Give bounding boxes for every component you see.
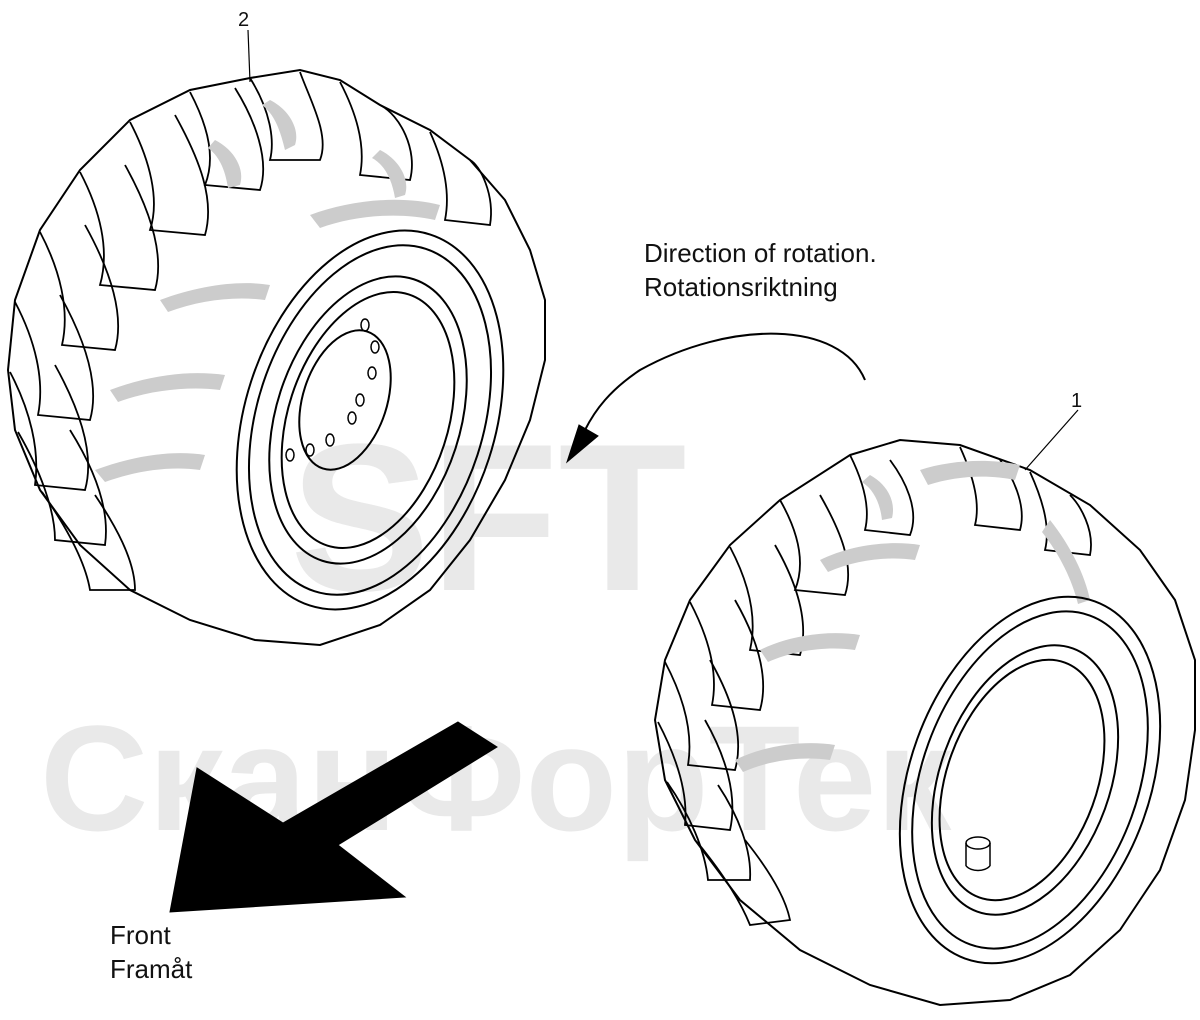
wheel-2-bolt-holes [285,318,380,462]
callout-1: 1 [1024,390,1082,471]
wheel-1-valve [965,836,991,872]
wheel-1-rim-inner [938,658,1106,902]
wheel-2-hub [298,329,392,471]
wheel-1 [653,438,1196,1007]
wheel-1-tread-shading [735,460,1090,772]
wheel-1-tire-outline [653,438,1196,1007]
rotation-arrow-curve [584,332,866,431]
wheel-2-rim [268,275,468,565]
wheel-1-rim [930,644,1120,916]
callout-2-leader [247,29,251,83]
callout-2-number: 2 [238,9,249,31]
rotation-arrow [565,332,866,464]
front-label: Front Framåt [110,920,193,984]
wheel-1-sidewall [898,595,1162,965]
callout-1-leader [1024,409,1079,471]
front-label-en: Front [110,920,171,950]
front-arrow [169,721,498,913]
callout-2: 2 [238,9,251,83]
rotation-label: Direction of rotation. Rotationsriktning [644,238,877,302]
wheel-2-sidewall-inner [247,244,493,596]
watermark-company: СканФорТек [40,694,952,862]
rotation-label-sv: Rotationsriktning [644,272,838,302]
wheel-2 [6,68,546,647]
wheel-2-rim-inner [280,291,456,549]
rotation-arrow-head [565,424,599,464]
wheel-2-sidewall [235,229,505,611]
callout-1-number: 1 [1071,390,1082,412]
wheel-2-tread [9,71,492,591]
wheel-1-sidewall-inner [911,610,1149,950]
wheel-2-tread-shading [95,100,440,482]
watermark: SFT СканФорТек [40,400,952,862]
wheel-2-tire-outline [6,68,546,647]
rotation-label-en: Direction of rotation. [644,238,877,268]
front-label-sv: Framåt [110,954,193,984]
watermark-logo: SFT [290,400,687,635]
